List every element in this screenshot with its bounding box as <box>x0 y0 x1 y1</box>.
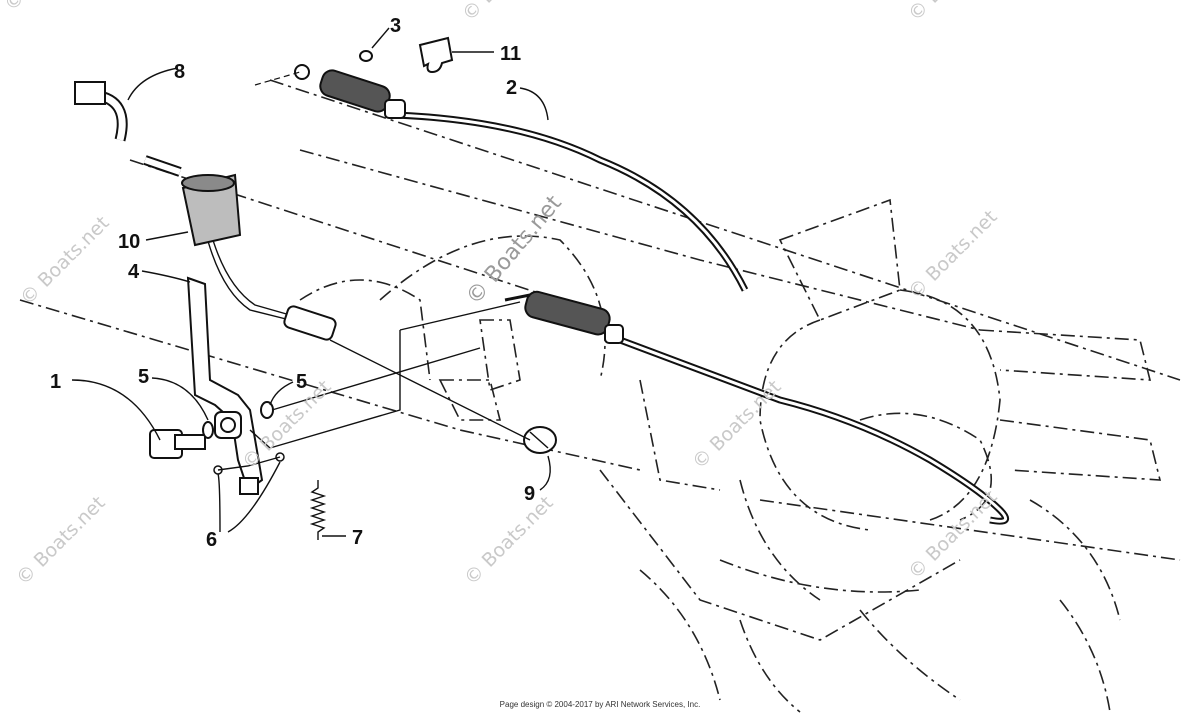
brake-switch-harness <box>74 81 337 341</box>
watermark: © Boats.net <box>904 206 1002 304</box>
watermark: © Boats.net <box>458 0 556 26</box>
callout-3: 3 <box>390 15 401 37</box>
callout-9: 9 <box>524 483 535 505</box>
watermark: © Boats.net <box>904 486 1002 584</box>
callout-6: 6 <box>206 529 217 551</box>
callout-1: 1 <box>50 371 61 393</box>
watermark: © Boats.net <box>0 0 98 16</box>
watermark: © Boats.net <box>12 492 110 590</box>
watermark: © Boats.net <box>904 0 1002 26</box>
washer-3 <box>359 50 373 62</box>
retaining-clip <box>418 36 454 74</box>
assembly-guides <box>217 301 531 471</box>
callout-2: 2 <box>506 77 517 99</box>
callout-5-right: 5 <box>296 371 307 393</box>
callout-7: 7 <box>352 527 363 549</box>
callout-4: 4 <box>128 261 140 283</box>
return-spring <box>309 480 327 540</box>
page-footer: Page design © 2004-2017 by ARI Network S… <box>499 700 701 709</box>
rubber-boot <box>181 173 242 247</box>
lower-cable <box>504 290 1010 525</box>
callout-10: 10 <box>118 231 140 253</box>
brake-pedal-lever <box>186 276 264 495</box>
bushing <box>214 411 242 439</box>
cap-plug <box>523 426 557 454</box>
pivot-bolt <box>149 429 206 459</box>
leader-lines <box>71 27 551 537</box>
callout-5-left: 5 <box>138 366 149 388</box>
watermark: © Boats.net <box>688 376 786 474</box>
upper-cable <box>254 64 749 292</box>
callout-11: 11 <box>500 43 521 65</box>
watermark: © Boats.net <box>16 212 114 310</box>
watermarks: © Boats.net © Boats.net © Boats.net © Bo… <box>0 0 1002 590</box>
washer-5-right <box>260 401 274 419</box>
callout-8: 8 <box>174 61 185 83</box>
frame-outline <box>19 79 1181 713</box>
washer-5-left <box>202 421 214 439</box>
watermark: © Boats.net <box>460 492 558 590</box>
